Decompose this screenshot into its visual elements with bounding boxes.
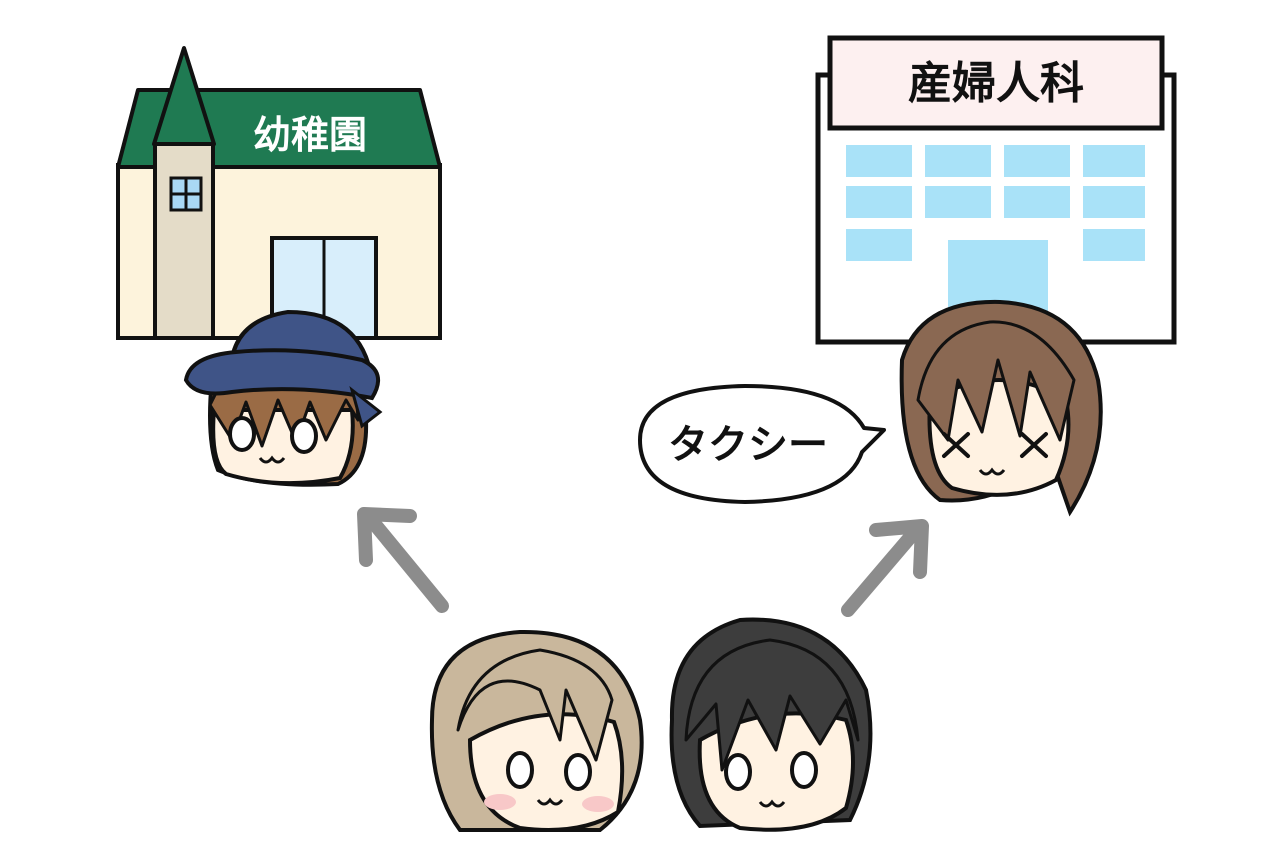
grandparent-character	[432, 632, 642, 830]
tower-window	[171, 178, 201, 210]
father-character	[672, 620, 871, 830]
hospital-sign: 産婦人科	[908, 58, 1084, 109]
speech-bubble: タクシー	[640, 386, 884, 502]
mother-character	[902, 302, 1101, 512]
hospital-building: 産婦人科	[818, 38, 1174, 342]
arrow-to-hospital-icon	[848, 526, 922, 610]
speech-bubble-text: タクシー	[668, 422, 828, 468]
arrow-to-kindergarten-icon	[364, 514, 442, 606]
kindergarten-sign: 幼稚園	[253, 113, 367, 157]
kindergarten-building: 幼稚園	[118, 48, 440, 338]
